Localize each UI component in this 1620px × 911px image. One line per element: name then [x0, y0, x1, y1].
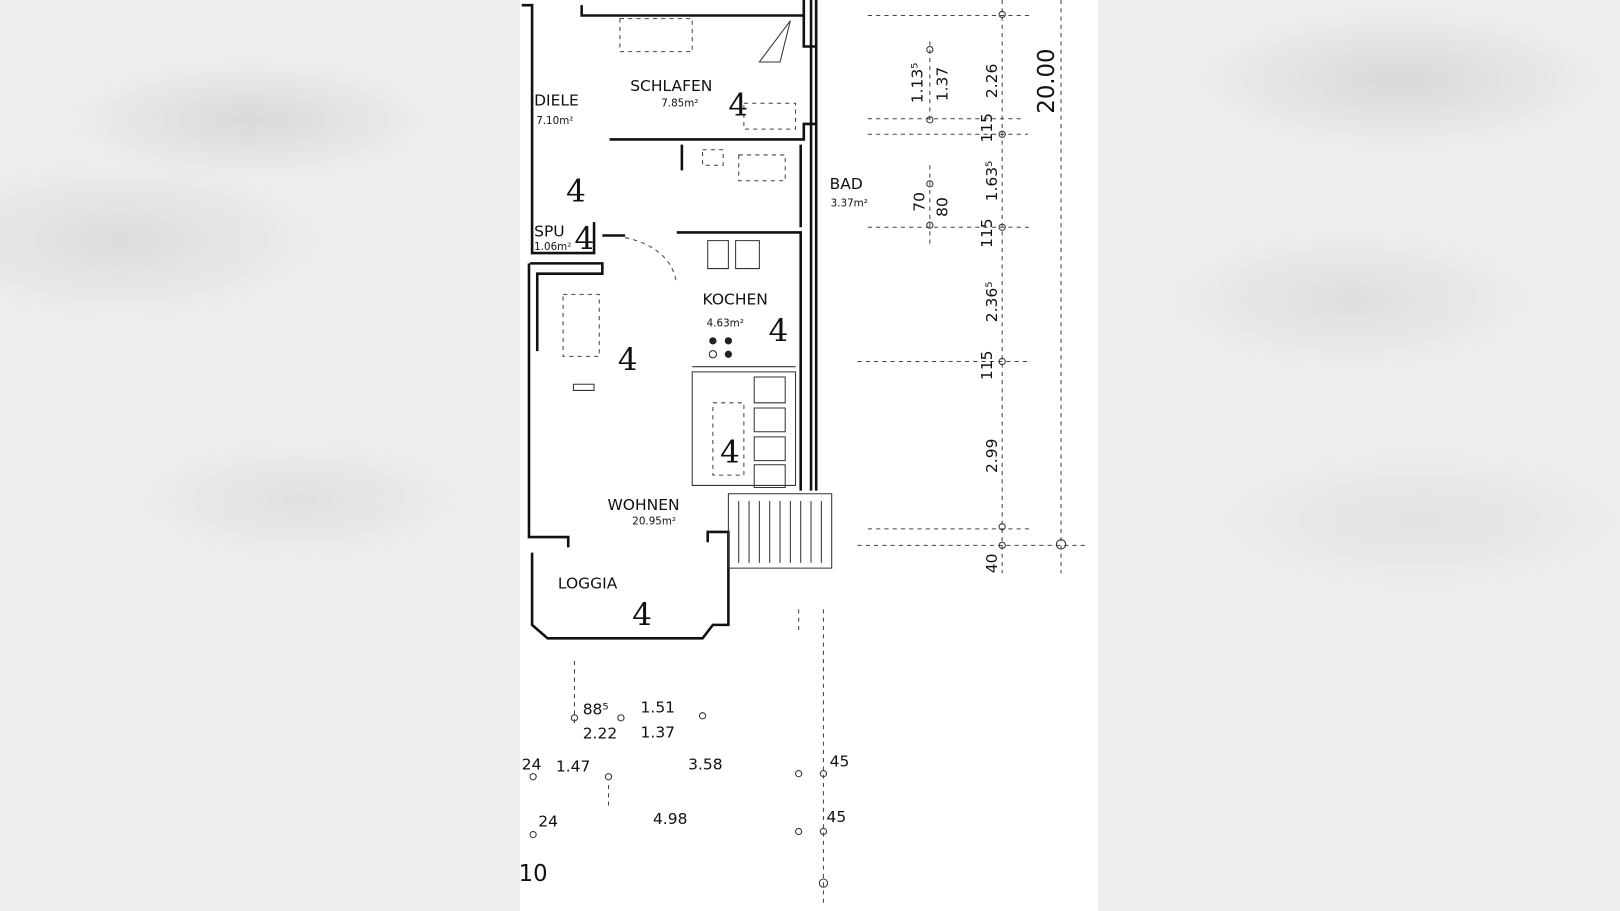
svg-text:40: 40 [983, 554, 1001, 574]
room-name-loggia: LOGGIA [558, 575, 618, 593]
room-name-bad: BAD [830, 175, 863, 193]
room-area-kochen: 4.63m² [707, 317, 744, 329]
svg-text:1.63⁵: 1.63⁵ [983, 161, 1001, 202]
svg-text:115: 115 [978, 351, 996, 381]
room-area-bad: 3.37m² [831, 198, 868, 210]
handwritten-mark: 4 [574, 221, 594, 257]
walls [521, 0, 833, 640]
svg-text:45: 45 [830, 752, 850, 770]
room-name-diele: DIELE [534, 91, 579, 109]
horizontal-dimensions: 88⁵ 1.51 2.22 1.37 24 1.47 3.58 45 24 4.… [519, 699, 850, 887]
handwritten-mark: 4 [769, 313, 789, 349]
svg-text:1.37: 1.37 [641, 723, 675, 741]
svg-text:1.13⁵: 1.13⁵ [909, 63, 927, 104]
svg-text:24: 24 [538, 812, 558, 830]
svg-text:1.51: 1.51 [641, 699, 675, 717]
svg-text:3.58: 3.58 [688, 755, 722, 773]
svg-text:45: 45 [827, 808, 847, 826]
fixtures [562, 18, 822, 563]
room-area-wohnen: 20.95m² [632, 516, 676, 528]
svg-text:4.98: 4.98 [653, 810, 687, 828]
svg-text:70: 70 [911, 192, 929, 212]
svg-text:24: 24 [522, 755, 542, 773]
room-name-kochen: KOCHEN [703, 291, 768, 309]
handwritten-mark: 4 [566, 173, 586, 209]
room-area-schlafen: 7.85m² [661, 97, 698, 109]
svg-text:1.47: 1.47 [556, 758, 590, 776]
handwritten-mark: 4 [720, 435, 740, 471]
svg-text:80: 80 [933, 197, 951, 217]
svg-text:2.26: 2.26 [983, 64, 1001, 98]
handwritten-mark: 4 [728, 88, 748, 124]
room-name-wohnen: WOHNEN [608, 496, 680, 514]
room-area-diele: 7.10m² [536, 115, 573, 127]
svg-text:2.99: 2.99 [983, 439, 1001, 473]
handwritten-mark: 4 [618, 342, 638, 378]
svg-text:88⁵: 88⁵ [583, 701, 609, 719]
handwritten-mark: 4 [632, 597, 652, 633]
total-dimension: 20.00 [1034, 49, 1060, 114]
room-name-spu: SPU [534, 223, 565, 241]
svg-text:2.22: 2.22 [583, 725, 617, 743]
room-area-spu: 1.06m² [534, 241, 571, 253]
svg-text:2.36⁵: 2.36⁵ [983, 282, 1001, 323]
dimension-lines [529, 0, 1085, 904]
room-name-schlafen: SCHLAFEN [630, 77, 712, 95]
svg-text:10: 10 [519, 861, 548, 887]
svg-text:115: 115 [978, 113, 996, 143]
svg-text:115: 115 [978, 218, 996, 248]
vertical-dimensions: 1.13⁵ 1.37 2.26 20.00 115 1.63⁵ 70 80 11… [909, 49, 1060, 574]
svg-text:1.37: 1.37 [933, 67, 951, 101]
